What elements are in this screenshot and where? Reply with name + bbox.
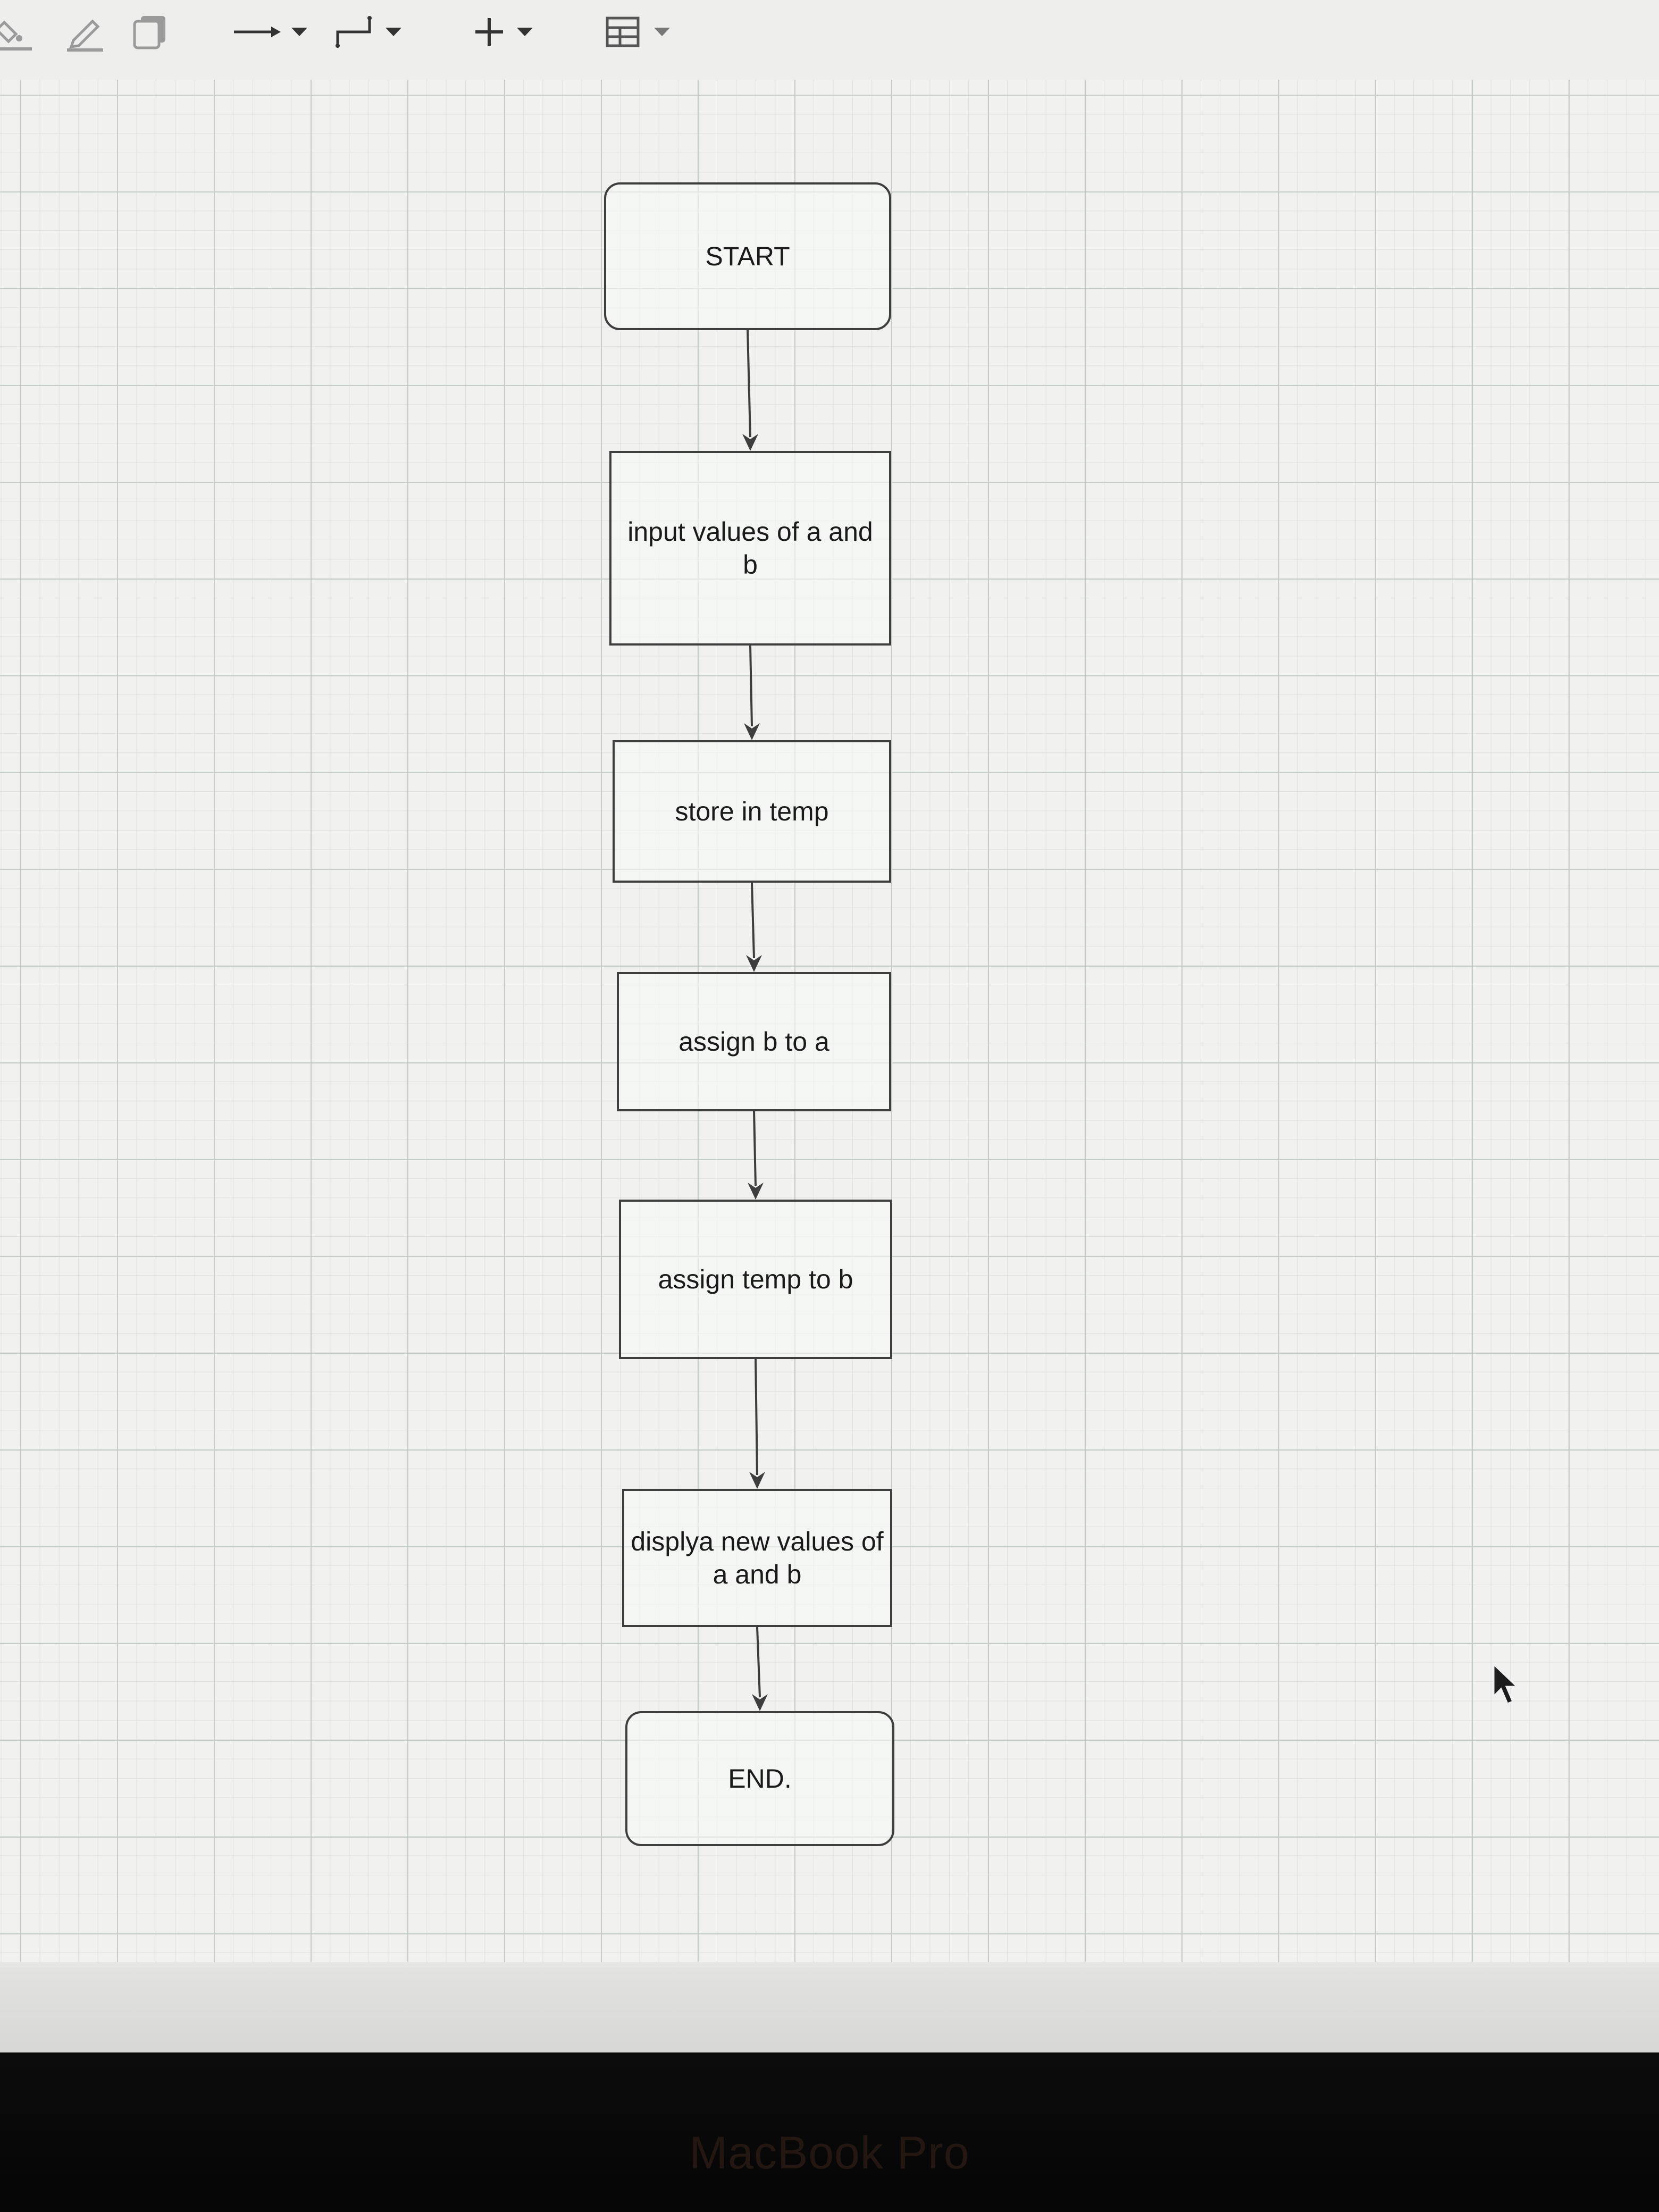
format-toolbar — [0, 0, 1659, 81]
store-process-box[interactable]: store in temp — [613, 740, 891, 883]
device-label: MacBook Pro — [689, 2127, 970, 2179]
mouse-cursor-icon — [1493, 1663, 1519, 1705]
end-terminal[interactable]: END. — [625, 1711, 894, 1846]
input-process-box[interactable]: input values of a and b — [609, 451, 891, 646]
line-color-icon[interactable] — [64, 11, 106, 53]
node-label: displya new values of a and b — [631, 1527, 884, 1589]
fill-color-icon[interactable] — [0, 11, 37, 53]
node-label: input values of a and b — [627, 517, 873, 580]
node-label: START — [705, 241, 790, 271]
assign-temp-to-b-box[interactable]: assign temp to b — [619, 1200, 892, 1359]
display-process-box[interactable]: displya new values of a and b — [622, 1489, 892, 1627]
table-icon[interactable] — [601, 11, 686, 53]
window-bottom-edge — [0, 1967, 1659, 2052]
waypoint-style-icon[interactable] — [327, 11, 412, 53]
assign-b-to-a-box[interactable]: assign b to a — [617, 972, 891, 1111]
node-label: assign temp to b — [658, 1264, 853, 1294]
insert-plus-icon[interactable] — [468, 11, 542, 53]
laptop-bezel — [0, 2052, 1659, 2212]
start-terminal[interactable]: START — [604, 182, 891, 330]
node-label: assign b to a — [678, 1027, 830, 1057]
node-label: store in temp — [675, 797, 829, 826]
connection-arrow-icon[interactable] — [229, 11, 314, 53]
node-label: END. — [728, 1764, 792, 1794]
shadow-icon[interactable] — [130, 11, 173, 53]
